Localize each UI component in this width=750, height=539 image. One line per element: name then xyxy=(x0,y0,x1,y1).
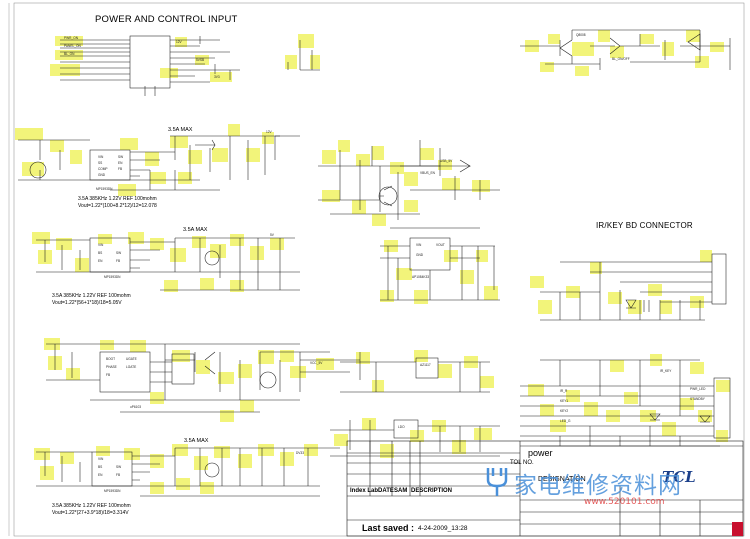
svg-text:EN: EN xyxy=(98,473,103,477)
regulator-2-current: 3.5A MAX xyxy=(183,227,208,233)
svg-text:FB: FB xyxy=(116,259,120,263)
svg-text:AZ1117: AZ1117 xyxy=(420,363,431,367)
svg-text:SW: SW xyxy=(118,155,123,159)
svg-text:BOOT: BOOT xyxy=(106,357,115,361)
svg-text:EN: EN xyxy=(118,161,123,165)
watermark-text: 家电维修资料网 xyxy=(514,473,682,499)
svg-text:MP1593DN: MP1593DN xyxy=(104,489,121,493)
svg-text:SS: SS xyxy=(98,161,102,165)
regulator-1-formula: Vout=1.22*(100+8.2*12)/12=12.078 xyxy=(78,203,157,209)
svg-text:COMP: COMP xyxy=(98,167,108,171)
svg-text:LDO: LDO xyxy=(398,425,405,429)
watermark-plug-icon xyxy=(486,468,508,496)
component-labels: PWR_ON PANEL_ON BL_ON 12V 5VSB 3V3 VIN SS COMP… xyxy=(64,33,706,493)
header-description: DESCRIPTION xyxy=(411,488,453,494)
component-highlights xyxy=(15,30,730,494)
svg-text:PANEL_ON: PANEL_ON xyxy=(64,44,81,48)
svg-text:GND: GND xyxy=(98,173,106,177)
svg-text:FB: FB xyxy=(106,373,110,377)
svg-text:LGATE: LGATE xyxy=(126,365,136,369)
last-saved-label: Last saved : xyxy=(362,523,415,533)
svg-text:MP1593DN: MP1593DN xyxy=(104,275,121,279)
svg-text:5V: 5V xyxy=(270,233,275,237)
svg-text:BL_ON/OFF: BL_ON/OFF xyxy=(612,57,630,61)
last-saved-value: 4-24-2009_13:28 xyxy=(418,525,468,532)
circuit-wiring xyxy=(18,29,731,497)
svg-text:VIN: VIN xyxy=(98,457,104,461)
regulator-1-current: 3.5A MAX xyxy=(168,127,193,133)
designation-label: DESIGNATION xyxy=(538,476,586,483)
regulator-1-spec: 3.5A 385KHz 1.22V REF 100mohm xyxy=(78,196,157,202)
svg-text:DV33: DV33 xyxy=(296,451,304,455)
svg-text:STANDBY: STANDBY xyxy=(690,397,706,401)
svg-text:UGATE: UGATE xyxy=(126,357,137,361)
svg-text:EN: EN xyxy=(98,259,103,263)
svg-text:12V: 12V xyxy=(176,40,183,44)
svg-text:VIN: VIN xyxy=(98,243,104,247)
svg-text:FB: FB xyxy=(116,473,120,477)
svg-text:SW: SW xyxy=(116,251,121,255)
svg-text:VIN: VIN xyxy=(98,155,104,159)
svg-text:MP1593DN: MP1593DN xyxy=(96,187,113,191)
svg-text:IR_KEY: IR_KEY xyxy=(660,369,672,373)
header-sam: SAM xyxy=(394,488,408,494)
svg-text:PHASE: PHASE xyxy=(106,365,117,369)
watermark-url: www.520101.com xyxy=(584,497,665,507)
header-index-lab: Index Lab xyxy=(350,488,379,494)
regulator-3-formula: Vout=1.22*(27+3.9*18)/18=3.314V xyxy=(52,510,129,516)
regulator-2-spec: 3.5A 385KHz 1.22V REF 100mohm xyxy=(52,293,131,299)
regulator-2-formula: Vout=1.22*(56+1*18)/18=5.05V xyxy=(52,300,122,306)
svg-text:VIN: VIN xyxy=(416,243,422,247)
svg-text:BS: BS xyxy=(98,251,102,255)
regulator-3-current: 3.5A MAX xyxy=(184,438,209,444)
header-date: DATE xyxy=(378,488,394,494)
page-title: power xyxy=(528,448,553,458)
svg-text:12V: 12V xyxy=(266,130,273,134)
svg-text:KEY1: KEY1 xyxy=(560,399,568,403)
svg-text:3V3: 3V3 xyxy=(214,75,220,79)
svg-text:VBUS_EN: VBUS_EN xyxy=(420,171,436,175)
svg-text:GND: GND xyxy=(416,253,424,257)
regulator-3-spec: 3.5A 385KHz 1.22V REF 100mohm xyxy=(52,503,131,509)
svg-text:LED_G: LED_G xyxy=(560,419,571,423)
svg-text:SW: SW xyxy=(116,465,121,469)
svg-text:VCC_5V: VCC_5V xyxy=(310,361,323,365)
svg-text:PWR_ON: PWR_ON xyxy=(64,36,79,40)
svg-text:BL_ON: BL_ON xyxy=(64,52,75,56)
svg-text:5VSB: 5VSB xyxy=(196,58,204,62)
svg-text:KEY2: KEY2 xyxy=(560,409,568,413)
svg-text:IR_R: IR_R xyxy=(560,389,568,393)
svg-text:uP6103: uP6103 xyxy=(130,405,141,409)
svg-text:VOUT: VOUT xyxy=(436,243,445,247)
tcl-logo: TCL xyxy=(662,468,696,486)
svg-text:AP1084K33: AP1084K33 xyxy=(412,275,429,279)
svg-text:PWR_LED: PWR_LED xyxy=(690,387,706,391)
svg-text:BS: BS xyxy=(98,465,102,469)
svg-text:FB: FB xyxy=(118,167,122,171)
section-title-power-control: POWER AND CONTROL INPUT xyxy=(95,14,238,25)
svg-text:USB_5V: USB_5V xyxy=(440,159,453,163)
section-title-ir-key: IR/KEY BD CONNECTOR xyxy=(596,221,693,230)
doc-number-label: TOL NO. xyxy=(510,460,534,466)
svg-text:Q8008: Q8008 xyxy=(576,33,586,37)
